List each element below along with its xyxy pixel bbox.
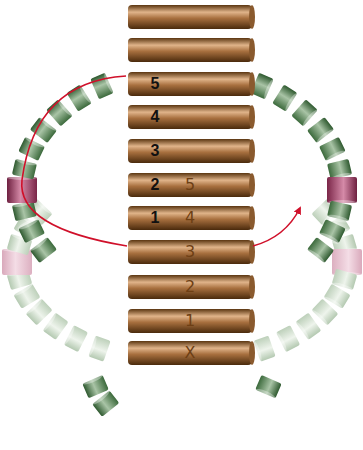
- rod-number: 2: [185, 279, 195, 295]
- bead: [85, 335, 110, 362]
- rod: [128, 275, 252, 299]
- rod-end: [249, 38, 255, 62]
- strand-number: 3: [151, 143, 160, 159]
- rod-end: [249, 341, 255, 365]
- bead: [272, 85, 300, 114]
- bead: [293, 313, 321, 342]
- rod-number: 3: [185, 244, 195, 260]
- rod-number: 1: [185, 313, 195, 329]
- strand-number: 2: [151, 177, 160, 193]
- rod-end: [249, 139, 255, 163]
- strand-arrow: [253, 208, 300, 246]
- rod-end: [249, 309, 255, 333]
- rod-number: X: [185, 345, 196, 361]
- rod: [128, 38, 252, 62]
- bead: [319, 137, 347, 164]
- bead: [326, 201, 352, 225]
- bead: [273, 325, 300, 353]
- bead: [254, 375, 282, 401]
- rod: [128, 139, 252, 163]
- rod: [128, 341, 252, 365]
- strand-number: 4: [151, 109, 160, 125]
- rod-end: [249, 105, 255, 129]
- rod-end: [249, 5, 255, 29]
- strand-path: [22, 76, 127, 246]
- rod-number: 5: [185, 177, 195, 193]
- rod: [128, 240, 252, 264]
- rod-end: [249, 206, 255, 230]
- rod: [128, 72, 252, 96]
- rod: [128, 173, 252, 197]
- rod-end: [249, 72, 255, 96]
- rod: [128, 206, 252, 230]
- bead: [81, 372, 109, 398]
- bead: [90, 72, 116, 100]
- strand-number: 1: [151, 210, 160, 226]
- rod-end: [249, 173, 255, 197]
- rod: [128, 105, 252, 129]
- rod: [128, 309, 252, 333]
- strand-number: 5: [151, 76, 160, 92]
- bead: [305, 237, 334, 265]
- rod: [128, 5, 252, 29]
- rod-end: [249, 240, 255, 264]
- rod-end: [249, 275, 255, 299]
- rod-number: 4: [185, 210, 195, 226]
- bead: [46, 97, 75, 126]
- bead: [17, 216, 45, 243]
- bead: [61, 324, 88, 352]
